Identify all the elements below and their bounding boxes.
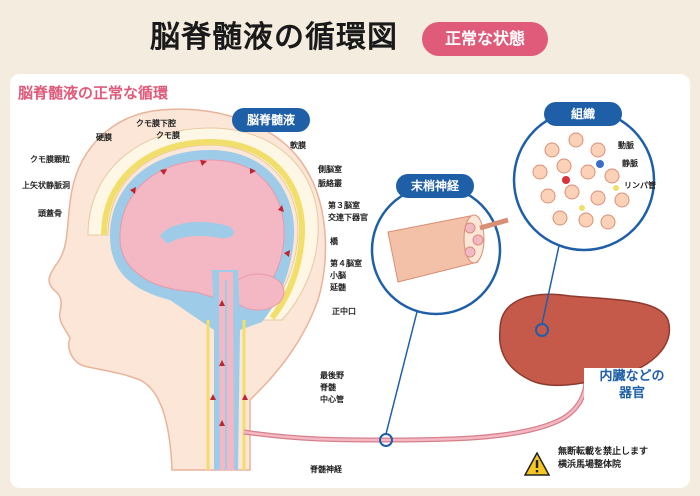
peripheral-nerve (243, 379, 589, 443)
label-skull: 頭蓋骨 (38, 209, 62, 218)
diagram-subtitle: 脳脊髄液の正常な循環 (18, 84, 169, 102)
tissue-cells (532, 132, 630, 230)
label-vein: 静脈 (622, 159, 638, 168)
dura-layer (101, 138, 306, 320)
skull-band (87, 127, 319, 321)
label-subcommissural-organ: 交連下器官 (328, 213, 368, 222)
pill-tissue: 組織 (544, 102, 622, 126)
organs-caption-line2: 器官 (618, 386, 645, 401)
label-subarachnoid-space: クモ膜下腔 (136, 119, 176, 128)
status-badge: 正常な状態 (422, 22, 548, 56)
pill-nerve: 末梢神経 (396, 174, 474, 198)
lateral-ventricle (160, 221, 234, 244)
pill-csf: 脳脊髄液 (232, 108, 310, 132)
organs-caption-line1: 内臓などの (599, 369, 665, 384)
label-cerebellum: 小脳 (330, 271, 346, 280)
label-dura: 硬膜 (96, 133, 112, 142)
label-medulla: 延髄 (330, 283, 346, 292)
label-fourth-ventricle: 第４脳室 (330, 259, 362, 268)
label-pons: 橋 (330, 237, 338, 246)
nerve-cross-section (387, 214, 509, 283)
label-spinal-nerve: 脊髄神経 (310, 465, 342, 474)
footer-notice: 無断転載を禁止します 横浜馬場整体院 (558, 446, 648, 472)
header-bar (0, 0, 700, 66)
label-arachnoid-granulation: クモ膜顆粒 (30, 155, 70, 164)
label-lymph-vessel: リンパ管 (624, 181, 656, 190)
label-central-canal: 中心管 (320, 395, 344, 404)
flow-arrows (130, 160, 290, 426)
label-artery: 動脈 (618, 141, 634, 150)
cerebellum (231, 273, 285, 311)
footer-line2: 横浜馬場整体院 (558, 460, 622, 470)
label-median-aperture: 正中口 (332, 307, 356, 316)
page-title: 脳脊髄液の循環図 (150, 20, 398, 55)
label-choroid-plexus: 脈絡叢 (318, 179, 342, 188)
footer-line1: 無断転載を禁止します (558, 447, 649, 457)
label-spinal-cord: 脊髄 (320, 383, 336, 392)
organs-caption: 内臓などの 器官 (584, 368, 680, 402)
label-pia-mater: 軟膜 (290, 141, 306, 150)
label-area-postrema: 最後野 (320, 371, 344, 380)
label-lateral-ventricle: 側脳室 (318, 165, 342, 174)
warning-icon (524, 452, 550, 476)
label-superior-sagittal-sinus: 上矢状静脈洞 (22, 181, 70, 190)
liver (498, 293, 671, 387)
label-arachnoid: クモ膜 (156, 131, 180, 140)
label-third-ventricle: 第３脳室 (328, 201, 360, 210)
